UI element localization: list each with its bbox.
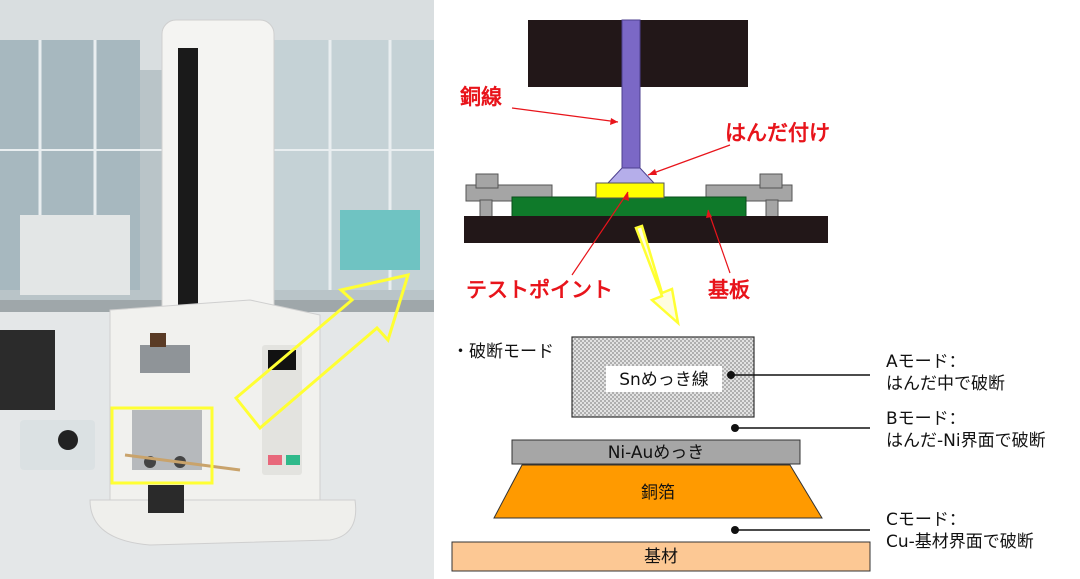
mode-a-title: Aモード： bbox=[886, 352, 966, 372]
mode-b-desc: はんだ-Ni界面で破断 bbox=[886, 431, 1046, 451]
grip-highlight-box bbox=[110, 406, 214, 485]
copper-wire bbox=[621, 19, 641, 184]
label-substrate: 基板 bbox=[708, 278, 751, 302]
copper-foil-label: 銅箔 bbox=[641, 483, 675, 503]
ni-au-plating-label: Ni-Auめっき bbox=[608, 443, 705, 463]
mode-c-pointer bbox=[731, 526, 870, 534]
sn-plated-wire-label: Snめっき線 bbox=[619, 370, 709, 390]
zoom-arrow bbox=[634, 224, 680, 327]
pcb-board bbox=[511, 196, 747, 218]
mode-c-title: Cモード： bbox=[886, 510, 966, 530]
mode-a-desc: はんだ中で破断 bbox=[886, 374, 1005, 394]
mode-c-desc: Cu-基材界面で破断 bbox=[886, 532, 1034, 552]
mode-b-pointer bbox=[731, 424, 870, 432]
tester-tower bbox=[89, 19, 357, 546]
highlight-arrow bbox=[233, 272, 411, 431]
base-material-layer bbox=[451, 541, 871, 572]
base-material-label: 基材 bbox=[644, 547, 678, 567]
test-pad bbox=[595, 182, 665, 199]
label-copper-wire: 銅線 bbox=[460, 85, 502, 109]
mode-a-pointer bbox=[727, 371, 870, 379]
label-test-point: テストポイント bbox=[466, 278, 613, 302]
mode-b-title: Bモード： bbox=[886, 409, 966, 429]
controller-box bbox=[20, 420, 95, 470]
glass-partition bbox=[0, 40, 434, 295]
solder-pull-test-diagram: 銅線 はんだ付け テストポイント 基板 ・破断モード Snめっき線 Ni-Auめ… bbox=[451, 19, 1046, 572]
solder-fillet bbox=[606, 167, 656, 184]
copper-foil-layer bbox=[493, 464, 823, 519]
tensile-tester-photo bbox=[0, 0, 434, 579]
label-solder: はんだ付け bbox=[725, 121, 830, 145]
fracture-mode-title: ・破断モード bbox=[452, 342, 554, 362]
ni-au-plating-layer bbox=[511, 439, 801, 465]
